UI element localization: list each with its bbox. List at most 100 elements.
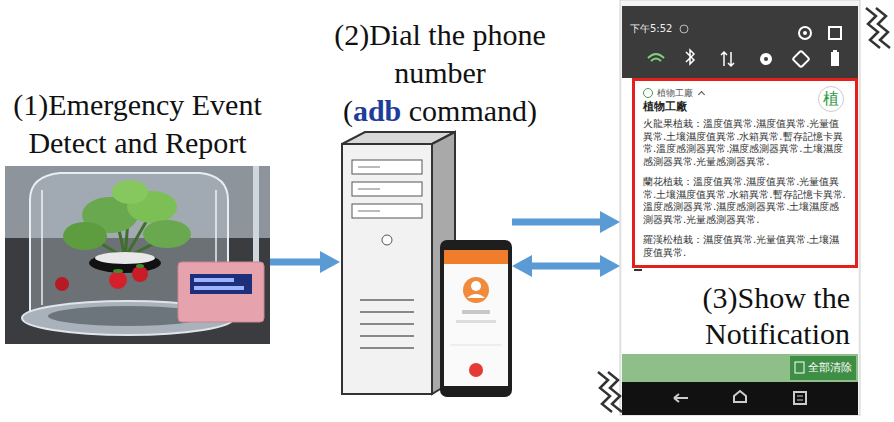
phone-screenshot [674,394,688,402]
plant-photo [55,277,69,291]
phone-screenshot [620,0,860,415]
plant-photo [190,274,252,294]
calling-phone [469,363,483,377]
calling-phone [444,250,508,386]
flow-arrow [512,211,620,233]
phone-screenshot [831,52,839,66]
plant-photo [109,271,127,289]
command-keyword: adb [353,94,401,127]
server-tower [360,347,414,349]
calling-phone [463,277,489,303]
phone-screenshot [793,51,810,68]
plant-photo [5,166,270,344]
server-tower [358,211,380,212]
plant-photo [136,264,144,268]
arrow-shaft [512,219,602,226]
arrow-shaft [530,263,602,270]
arrow-shaft [270,259,322,266]
plant-photo [5,166,270,344]
plant-photo [41,190,43,305]
vibration-mark [608,372,622,412]
step-heading: (1)Emergency Event Detect and Report [3,86,273,162]
server-tower [360,311,414,313]
plant-photo [89,253,161,273]
server-tower [360,323,414,325]
server-tower [352,204,422,218]
plant-photo [63,222,107,250]
phone-screenshot [833,50,837,52]
notification-text: 蘭花植栽：溫度值異常.濕度值異常.光量值異常.土壤濕度值異常.水箱異常.暫存記憶… [643,176,848,226]
phone-screenshot [648,54,664,61]
step-heading: (3)Show the Notification [660,280,850,352]
app-icon-large: 植 [818,86,844,112]
phone-screenshot [622,6,858,78]
plant-photo [194,278,234,282]
plant-photo [178,262,264,322]
server-tower [360,299,414,301]
status-time: 下午5:52 [630,23,672,35]
phone-screenshot [795,362,804,373]
vibration-mark [876,8,890,48]
server-tower [360,335,414,337]
phone-screenshot [622,382,858,415]
step-heading: (2)Dial the phone number [320,16,560,92]
phone-screenshot [829,27,841,39]
calling-phone [450,345,502,346]
calling-phone [462,310,490,314]
vibration-mark [866,8,880,48]
calling-phone [444,250,508,264]
plant-photo [194,286,244,290]
notification-text: 羅漢松植栽：濕度值異常.光量值異常.土壤濕度值異常. [643,234,848,259]
phone-screen: (3)Show the Notification植物工廠植物工廠火龍果植栽：溫度… [620,0,860,415]
notification-text: 火龍果植栽：溫度值異常.濕度值異常.光量值異常.土壤濕度值異常.水箱異常.暫存記… [643,118,848,168]
server-tower [352,160,422,174]
plant-photo [95,252,155,264]
arrow-head [600,211,620,233]
flow-arrow [270,251,340,273]
server-tower [358,167,380,168]
phone-screenshot [794,392,806,404]
server-tower [342,132,455,394]
phone-screenshot [734,391,746,402]
plant-photo [143,220,191,248]
phone-screenshot [620,0,860,415]
phone-screenshot [634,269,642,271]
plant-photo [132,266,148,282]
calling-phone [467,294,485,298]
sensor-station: (1)Emergency Event Detect and Report [5,166,270,344]
vibration-mark [598,372,612,412]
step-subheading: (adb command) [320,92,560,130]
heading-group: (2)Dial the phone number(adb command) [320,16,560,130]
calling-phone [456,320,496,323]
clear-all-button-text: 全部清除 [808,361,852,375]
calling-phone [440,240,512,397]
app-name: 植物工廠 [657,87,693,99]
server-tower [382,235,392,245]
collapse-chevron [698,91,705,98]
calling-phone [440,240,512,397]
plant-photo [113,269,123,273]
phone-screenshot [799,27,811,39]
phone-screenshot [797,396,803,397]
phone-screenshot [622,78,858,382]
phone-screenshot [721,52,734,66]
server-tower [358,189,380,190]
phone-screenshot [803,31,807,35]
arrow-head [320,251,340,273]
phone-screenshot [790,356,856,380]
arrow-head [512,255,532,277]
phone-screenshot [686,50,694,64]
flow-arrow [512,255,620,277]
heading-group: (1)Emergency Event Detect and Report [3,86,273,162]
server: (2)Dial the phone number(adb command) [340,132,512,397]
phone-screenshot [760,53,772,65]
phone-screenshot [680,25,688,33]
app-icon-small [643,88,653,98]
server-tower [342,144,432,394]
arrow-head [600,255,620,277]
plant-photo [112,180,148,204]
phone-screenshot [764,57,768,61]
vibration-mark [598,8,890,412]
